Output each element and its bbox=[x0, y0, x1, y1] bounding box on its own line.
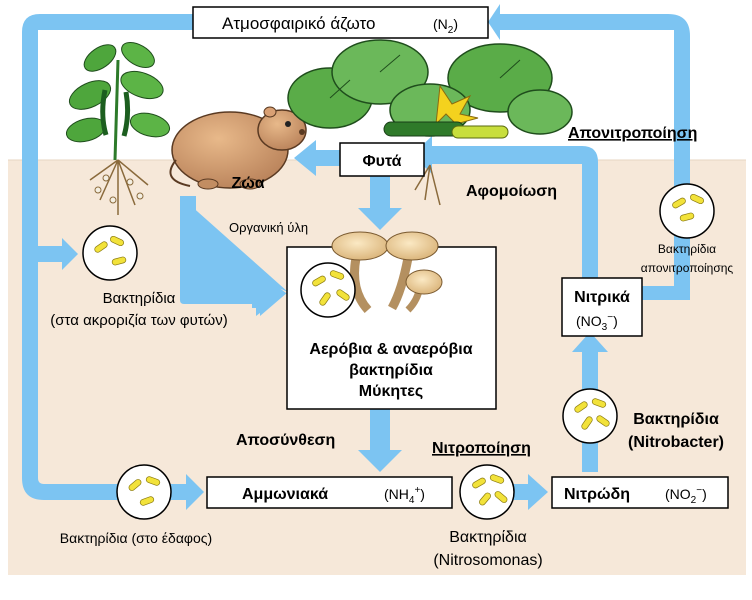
assimilation-label: Αφομοίωση bbox=[466, 183, 557, 200]
bacteria-circle-nitrobacter bbox=[562, 388, 618, 444]
denitrifying-bacteria-line1: Βακτηρίδια bbox=[658, 242, 716, 256]
ammonia-formula: (NH4+) bbox=[384, 485, 425, 506]
bacteria-circle-roots bbox=[82, 225, 138, 281]
root-bacteria-line2: (στα ακροριζία των φυτών) bbox=[50, 312, 227, 329]
decomposers-line1: Αερόβια & αναερόβια bbox=[309, 341, 472, 358]
flow-arrow-to-root-bacteria bbox=[38, 238, 78, 270]
nitrites-formula: (NO2−) bbox=[665, 485, 707, 506]
mushroom-illustration bbox=[331, 231, 443, 314]
flow-arrow-organic-matter-body bbox=[180, 196, 286, 316]
animal-illustration bbox=[169, 106, 307, 190]
atmospheric-nitrogen-label: Ατμοσφαιρικό άζωτο bbox=[222, 14, 376, 33]
nitrobacter-line2: (Nitrobacter) bbox=[628, 434, 724, 451]
nitrites-box bbox=[551, 476, 729, 509]
flow-arrow-decomposition bbox=[358, 408, 402, 472]
plants-label: Φυτά bbox=[363, 153, 402, 170]
organic-matter-label: Οργανική ύλη bbox=[229, 220, 308, 235]
nitrosomonas-line1: Βακτηρίδια bbox=[449, 529, 527, 546]
nitrobacter-line1: Βακτηρίδια bbox=[633, 411, 719, 428]
decomposers-line2: βακτηρίδια bbox=[349, 362, 433, 379]
atmospheric-nitrogen-formula: (N2) bbox=[433, 16, 458, 36]
bean-plant-illustration bbox=[65, 42, 171, 215]
flow-arrow-plants-to-animals bbox=[294, 140, 340, 176]
denitrifying-bacteria-line2: απονιτροποίησης bbox=[641, 261, 734, 275]
squash-plant-illustration bbox=[287, 39, 573, 206]
animals-label: Ζώα bbox=[231, 175, 264, 192]
atmospheric-nitrogen-box bbox=[192, 6, 489, 39]
soil-bacteria-label: Βακτηρίδια (στο έδαφος) bbox=[60, 530, 212, 546]
bacteria-circle-denitrifying bbox=[659, 183, 715, 239]
root-bacteria-line1: Βακτηρίδια bbox=[103, 290, 176, 307]
ammonia-label: Αμμωνιακά bbox=[242, 486, 328, 503]
denitrification-label: Απονιτροποίηση bbox=[568, 125, 697, 142]
nitrates-box bbox=[561, 277, 643, 337]
ammonia-box bbox=[206, 476, 453, 509]
plants-box bbox=[339, 142, 425, 177]
nitrosomonas-line2: (Nitrosomonas) bbox=[433, 552, 542, 569]
bacteria-circle-decomposers bbox=[300, 262, 356, 318]
flow-arrow-assimilation bbox=[412, 136, 598, 278]
nitrates-label: Νιτρικά bbox=[574, 289, 630, 306]
flow-arrow-nitrification bbox=[484, 474, 548, 510]
nitrification-label: Νιτροποίηση bbox=[432, 440, 531, 457]
decomposers-line3: Μύκητες bbox=[359, 383, 423, 400]
bacteria-circle-soil bbox=[116, 464, 172, 520]
flow-arrow-plants-to-decomposers bbox=[358, 176, 402, 230]
nitrates-formula: (NO3−) bbox=[576, 312, 618, 333]
bacteria-circle-nitrosomonas bbox=[459, 464, 515, 520]
nitrites-label: Νιτρώδη bbox=[564, 486, 630, 503]
decomposition-label: Αποσύνθεση bbox=[236, 432, 335, 449]
